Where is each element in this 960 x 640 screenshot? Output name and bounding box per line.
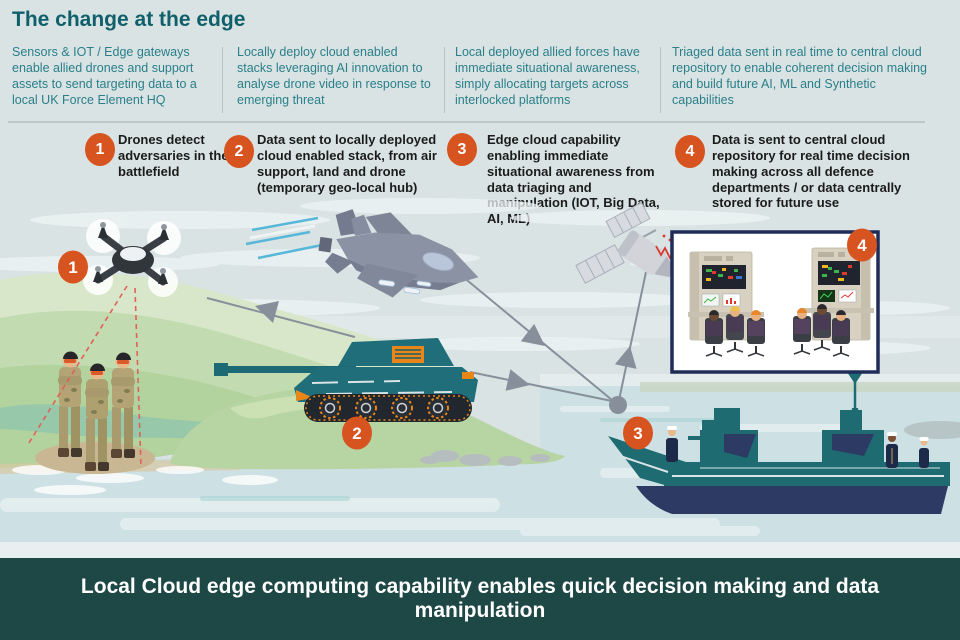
footer-text: Local Cloud edge computing capability en… <box>80 575 880 622</box>
column-divider <box>444 47 445 113</box>
satellite-icon <box>575 201 678 284</box>
svg-text:2: 2 <box>352 424 361 443</box>
operators <box>793 304 850 357</box>
scene-markers: 1 2 3 4 <box>58 228 877 450</box>
operators <box>705 306 765 357</box>
step-3-text: Edge cloud capability enabling immediate… <box>487 132 660 227</box>
drone-icon <box>83 219 181 297</box>
marker-3: 3 <box>623 416 653 450</box>
tank-icon <box>214 338 478 422</box>
marker-4: 4 <box>847 228 877 262</box>
step-4-text: Data is sent to central cloud repository… <box>712 132 910 211</box>
warship-icon <box>608 372 950 514</box>
battlefield-scene: 1 2 3 4 <box>0 198 960 558</box>
sailor <box>886 432 898 468</box>
sailor <box>666 426 678 462</box>
page-title: The change at the edge <box>12 8 246 31</box>
horizontal-rule <box>8 121 925 123</box>
intro-column-3: Local deployed allied forces have immedi… <box>455 45 640 107</box>
marker-2: 2 <box>342 416 372 450</box>
intro-column-4: Triaged data sent in real time to centra… <box>672 45 928 107</box>
svg-text:3: 3 <box>633 424 642 443</box>
intro-column-2: Locally deploy cloud enabled stacks leve… <box>237 45 431 107</box>
step-2-text: Data sent to locally deployed cloud enab… <box>257 132 437 195</box>
step-4-badge: 4 <box>675 135 705 168</box>
column-divider <box>660 47 661 113</box>
soldier <box>58 351 82 457</box>
column-divider <box>222 47 223 113</box>
step-1-badge: 1 <box>85 133 115 166</box>
step-1-text: Drones detect adversaries in the battlef… <box>118 132 229 179</box>
soldiers-icon <box>35 351 155 474</box>
data-flow-arrows <box>206 271 647 414</box>
intro-column-1: Sensors & IOT / Edge gateways enable all… <box>12 45 197 107</box>
soldier <box>85 363 109 471</box>
drone-scan-lines <box>26 285 142 469</box>
fighter-jet-icon <box>245 209 479 298</box>
marker-1: 1 <box>58 250 88 284</box>
junction-node <box>609 396 627 414</box>
svg-text:4: 4 <box>857 236 867 255</box>
soldier <box>111 352 135 458</box>
command-centre-icon <box>670 230 880 374</box>
footer-banner: Local Cloud edge computing capability en… <box>0 558 960 640</box>
step-2-badge: 2 <box>224 135 254 168</box>
shore-band <box>0 542 960 558</box>
svg-text:1: 1 <box>68 258 77 277</box>
step-3-badge: 3 <box>447 133 477 166</box>
sailor <box>919 437 929 468</box>
